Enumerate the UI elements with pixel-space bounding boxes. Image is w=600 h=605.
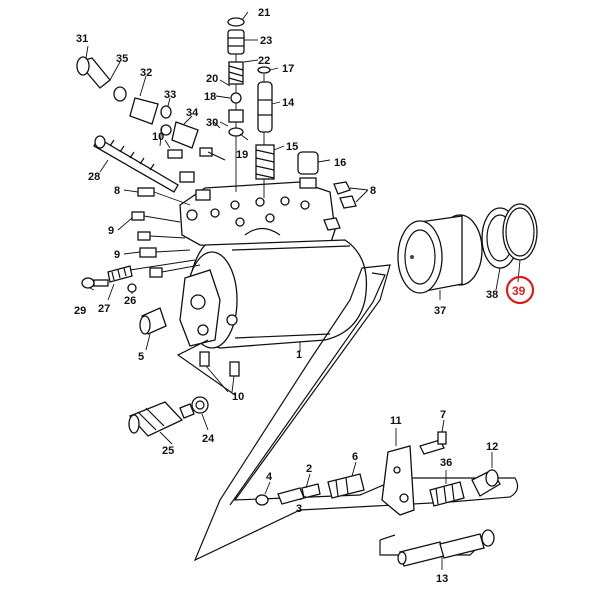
- callout-5: 5: [138, 351, 144, 363]
- callout-10a: 10: [152, 131, 164, 143]
- leader-lines: [85, 11, 521, 570]
- callout-36: 36: [440, 457, 452, 469]
- callout-3: 3: [296, 503, 302, 515]
- callout-17: 17: [282, 63, 294, 75]
- callout-24: 24: [202, 433, 215, 445]
- callout-20: 20: [206, 73, 218, 85]
- callout-9b: 9: [114, 249, 120, 261]
- callout-2: 2: [306, 463, 312, 475]
- plug-5: [139, 307, 167, 335]
- transfer-pump-25: [128, 396, 209, 437]
- callout-11: 11: [390, 415, 402, 427]
- callout-14: 14: [282, 97, 295, 109]
- callout-23: 23: [260, 35, 272, 47]
- governor-shaft: [93, 135, 195, 193]
- screws-bottom: [199, 351, 240, 377]
- callout-39: 39: [512, 284, 526, 298]
- screws-left: [131, 187, 201, 278]
- callout-33: 33: [164, 89, 176, 101]
- callout-labels: 1 2 3 4 5 6 7 8 8 9 9 10 10 11 12 13 14 …: [74, 7, 535, 585]
- callout-30: 30: [206, 117, 218, 129]
- seal-ring-39: [502, 203, 538, 261]
- callout-1: 1: [296, 349, 302, 361]
- callout-16: 16: [334, 157, 346, 169]
- callout-38: 38: [486, 289, 498, 301]
- lower-linkage-parts: [255, 431, 501, 567]
- callout-37: 37: [434, 305, 446, 317]
- callout-8a: 8: [114, 185, 120, 197]
- callout-9a: 9: [108, 225, 114, 237]
- callout-19: 19: [236, 149, 248, 161]
- callout-35: 35: [116, 53, 128, 65]
- callout-15: 15: [286, 141, 298, 153]
- cover-cup-37: [397, 214, 483, 294]
- callout-29: 29: [74, 305, 86, 317]
- callout-31: 31: [76, 33, 88, 45]
- callout-6: 6: [352, 451, 358, 463]
- callout-26: 26: [124, 295, 136, 307]
- callout-10b: 10: [232, 391, 244, 403]
- callout-25: 25: [162, 445, 174, 457]
- callout-21: 21: [258, 7, 270, 19]
- nuts-right: [323, 181, 369, 231]
- lower-left-screws: [81, 259, 196, 293]
- callout-34: 34: [186, 107, 199, 119]
- callout-28: 28: [88, 171, 100, 183]
- callout-8b: 8: [370, 185, 376, 197]
- callout-32: 32: [140, 67, 152, 79]
- callout-22: 22: [258, 55, 270, 67]
- callout-18: 18: [204, 91, 216, 103]
- callout-12: 12: [486, 441, 498, 453]
- callout-13: 13: [436, 573, 448, 585]
- callout-27: 27: [98, 303, 110, 315]
- pump-housing: [179, 177, 368, 349]
- callout-4: 4: [266, 471, 273, 483]
- plunger-stack: [255, 66, 319, 198]
- highlight-ring: [505, 275, 535, 305]
- valve-stack-top: [227, 17, 245, 192]
- callout-7: 7: [440, 409, 446, 421]
